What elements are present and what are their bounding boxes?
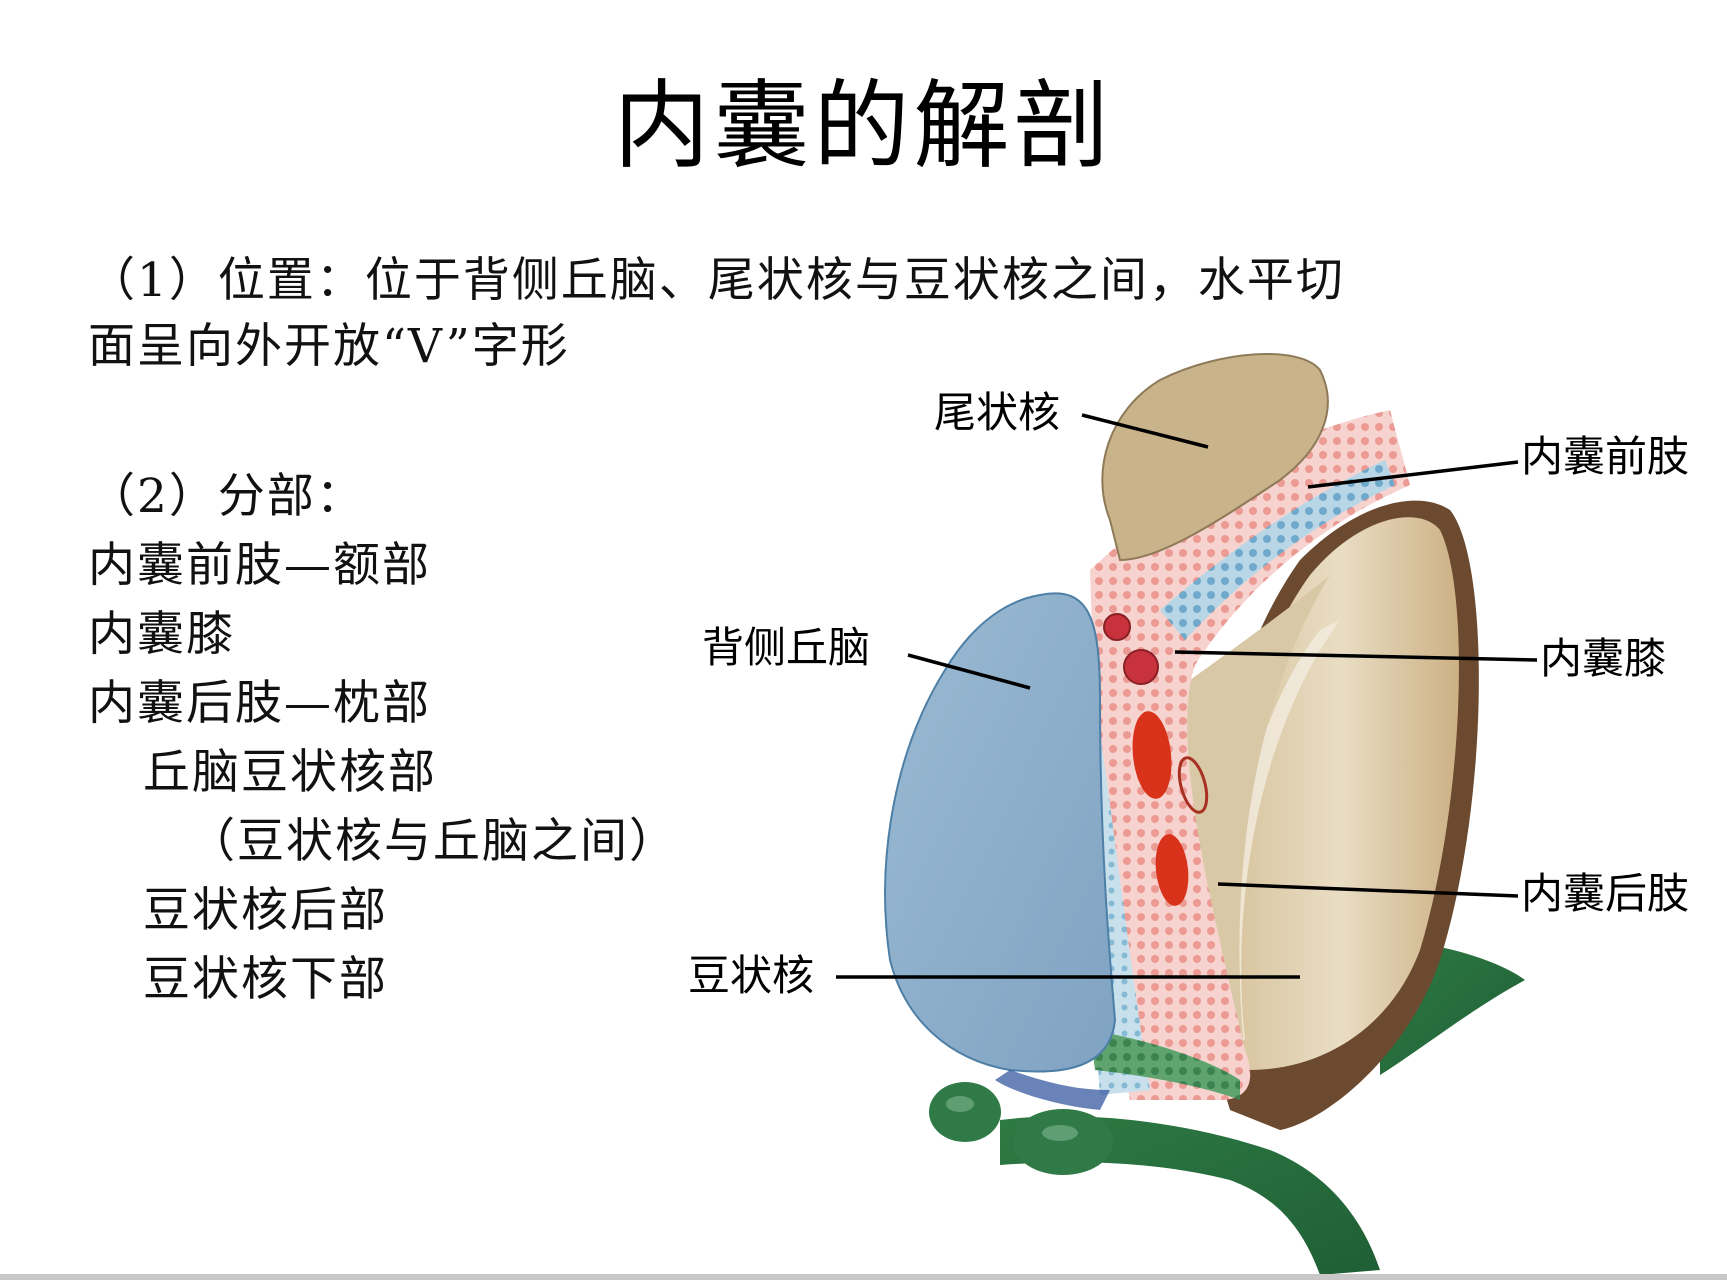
parts-heading: （2）分部： — [88, 469, 365, 524]
parts-list: （2）分部： 内囊前肢—额部 内囊膝 内囊后肢—枕部 丘脑豆状核部 （豆状核与丘… — [88, 462, 678, 1014]
leader-lines — [836, 413, 1538, 979]
dorsal-thalamus — [884, 592, 1117, 1073]
vessels — [1103, 613, 1209, 906]
label-caudate-nucleus: 尾状核 — [934, 388, 1061, 437]
label-lentiform-nucleus: 豆状核 — [688, 951, 815, 1000]
location-text: （1）位置：位于背侧丘脑、尾状核与豆状核之间，水平切 面呈向外开放“V”字形 — [88, 248, 1345, 380]
part-subitem: 丘脑豆状核部 — [143, 745, 437, 800]
label-anterior-limb: 内囊前肢 — [1521, 432, 1690, 481]
part-subitem: 豆状核后部 — [143, 883, 388, 938]
slide-title: 内囊的解剖 — [613, 70, 1114, 182]
label-genu: 内囊膝 — [1540, 634, 1667, 683]
part-item: 内囊前肢—额部 — [88, 538, 431, 593]
label-posterior-limb: 内囊后肢 — [1521, 869, 1690, 918]
part-item: 内囊膝 — [88, 607, 235, 662]
bottom-border — [0, 1274, 1727, 1280]
location-line-1: （1）位置：位于背侧丘脑、尾状核与豆状核之间，水平切 — [88, 253, 1345, 308]
label-dorsal-thalamus: 背侧丘脑 — [702, 623, 871, 672]
part-subitem: 豆状核下部 — [143, 952, 388, 1007]
location-line-2: 面呈向外开放“V”字形 — [88, 319, 570, 374]
part-item: 内囊后肢—枕部 — [88, 676, 431, 731]
part-subitem-note: （豆状核与丘脑之间） — [188, 814, 678, 869]
caudate-nucleus — [1101, 352, 1329, 562]
